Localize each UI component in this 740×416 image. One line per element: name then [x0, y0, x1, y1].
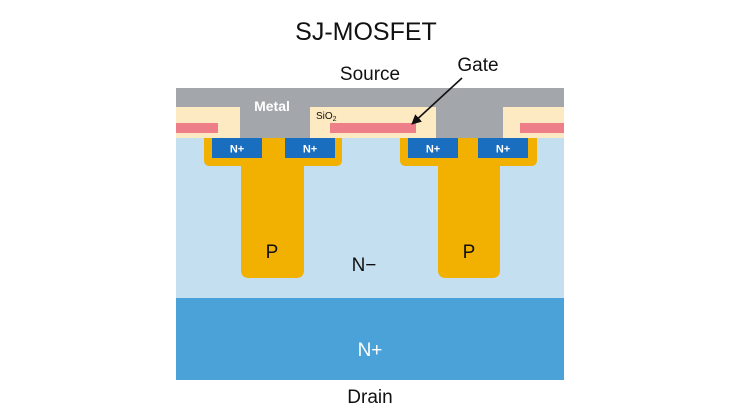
p-pillar-left	[204, 138, 342, 278]
metal-label: Metal	[254, 98, 290, 114]
oxide-right	[503, 107, 564, 138]
n-plus-implant-3	[408, 138, 458, 158]
n-plus-implant-4	[478, 138, 528, 158]
sio2-label-main: SiO	[316, 111, 333, 122]
n-minus-label: N−	[352, 255, 377, 276]
p-label-left: P	[266, 242, 279, 263]
gate-electrode-center	[330, 123, 416, 133]
sio2-label: SiO2	[316, 111, 337, 123]
substrate-label: N+	[358, 340, 383, 361]
oxide-left	[176, 107, 240, 138]
p-label-right: P	[463, 242, 476, 263]
p-pillar-right	[400, 138, 537, 278]
gate-electrode-left	[176, 123, 218, 133]
gate-electrode-right	[520, 123, 564, 133]
n-plus-implant-2	[285, 138, 335, 158]
n-plus-label-4: N+	[496, 144, 510, 156]
n-plus-implant-1	[212, 138, 262, 158]
sio2-label-subscript: 2	[333, 116, 337, 123]
n-plus-label-2: N+	[303, 144, 317, 156]
n-plus-label-3: N+	[426, 144, 440, 156]
diagram-title: SJ-MOSFET	[295, 18, 437, 46]
gate-pointer-arrow	[411, 77, 463, 125]
source-label: Source	[340, 64, 400, 85]
n-plus-label-1: N+	[230, 144, 244, 156]
n-plus-substrate	[176, 298, 564, 380]
gate-label: Gate	[457, 55, 498, 76]
drain-label: Drain	[347, 387, 392, 408]
